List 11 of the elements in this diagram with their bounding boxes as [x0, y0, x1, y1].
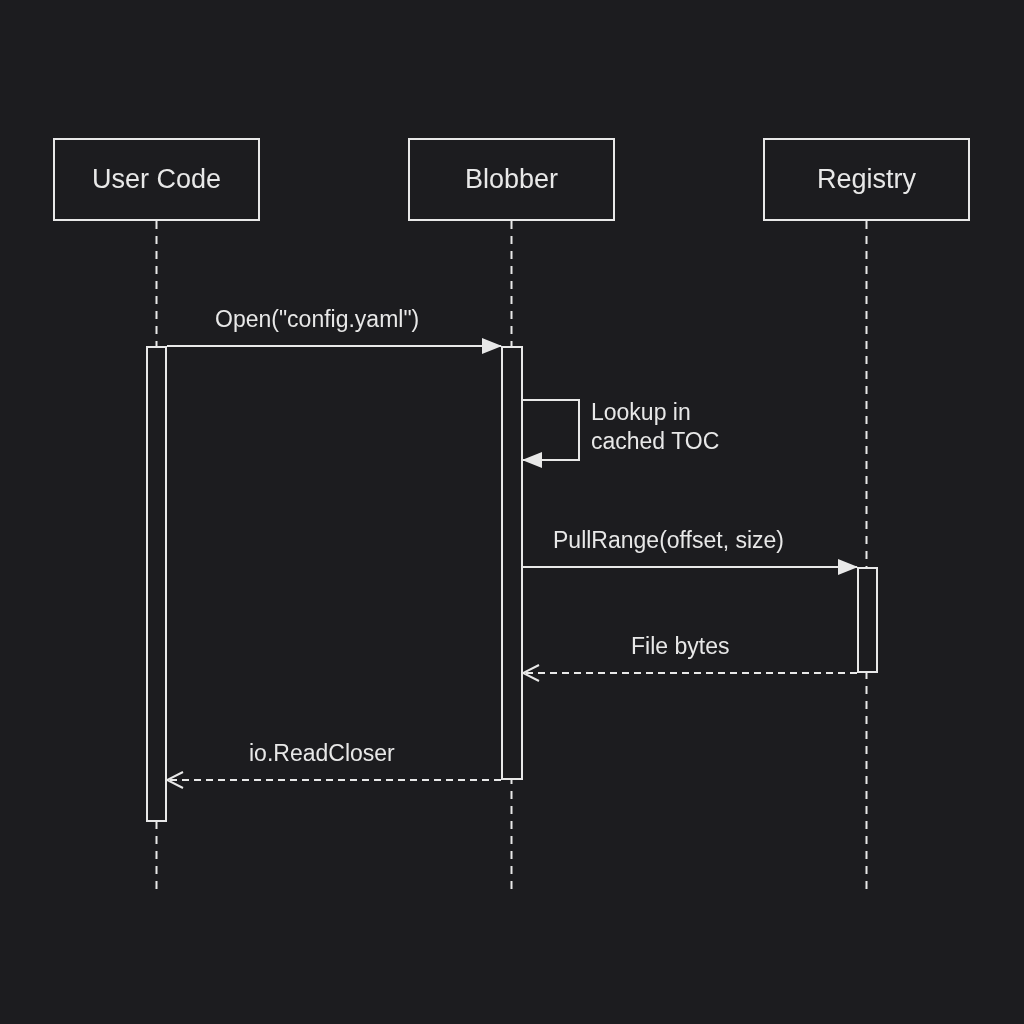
message-arrow: [166, 338, 502, 354]
activation-bar: [501, 346, 523, 780]
participant-box: Blobber: [408, 138, 615, 221]
activation-bar: [146, 346, 167, 822]
return-arrow: [522, 664, 858, 682]
message-arrow: [522, 399, 580, 468]
participant-box: Registry: [763, 138, 970, 221]
message-arrow: [522, 559, 858, 575]
participant-box: User Code: [53, 138, 260, 221]
activation-bar: [857, 567, 878, 673]
return-arrow: [166, 771, 502, 789]
